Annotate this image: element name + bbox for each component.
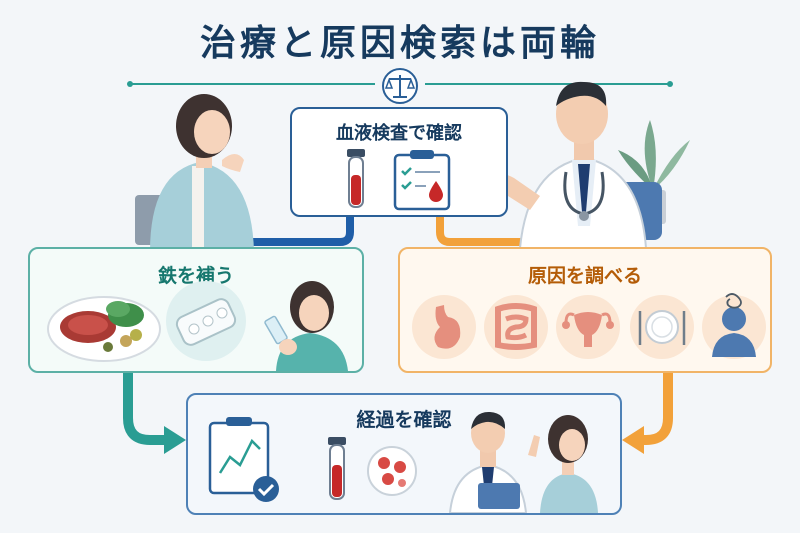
pill-icon (166, 281, 246, 361)
woman-drinking-water-icon (264, 281, 348, 371)
iron-rich-food-icon (47, 296, 161, 362)
blood-tube-icon (347, 149, 365, 208)
page-title: 治療と原因検索は両輪 (199, 23, 600, 64)
step-label-supplement-iron: 鉄を補う (157, 265, 234, 287)
arrow-right-to-bottom (642, 373, 673, 445)
doctor-patient-icon (448, 411, 598, 513)
meal-plate-icon (630, 295, 694, 359)
step-label-investigate-cause: 原因を調べる (527, 265, 642, 287)
arrow-left-to-bottom (123, 373, 166, 445)
step-label-blood-test: 血液検査で確認 (336, 123, 462, 144)
step-label-confirm-progress: 経過を確認 (356, 409, 452, 431)
step-confirm-progress: 経過を確認 (186, 393, 622, 515)
blood-cells-icon (367, 446, 417, 496)
uterus-icon (556, 295, 620, 359)
step-blood-test: 血液検査で確認 (290, 107, 508, 217)
blood-tube-icon-progress (328, 437, 346, 500)
arrow-left-head (164, 426, 186, 454)
arrow-right-head (622, 426, 644, 454)
stomach-icon (412, 295, 476, 359)
clipboard-check-icon (393, 150, 451, 211)
chart-check-icon (208, 417, 279, 502)
step-supplement-iron: 鉄を補う (28, 247, 364, 373)
scales-icon (382, 68, 418, 104)
intestine-icon (484, 295, 548, 359)
stress-icon (702, 293, 766, 359)
step-investigate-cause: 原因を調べる (398, 247, 772, 373)
